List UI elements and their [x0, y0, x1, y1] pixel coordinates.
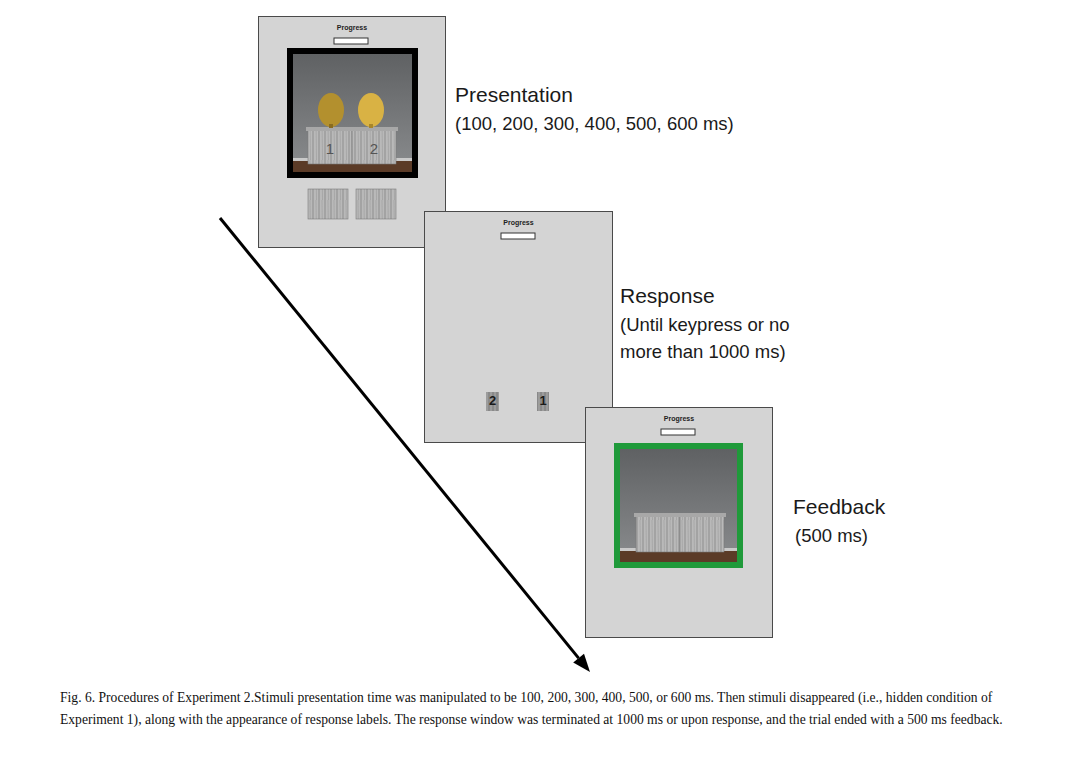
box-number: 1 [326, 140, 334, 157]
stage-duration: (100, 200, 300, 400, 500, 600 ms) [455, 113, 734, 135]
stage-name: Presentation [455, 83, 573, 107]
figure-caption: Fig. 6. Procedures of Experiment 2.Stimu… [60, 687, 1056, 731]
stage-name: Response [620, 284, 715, 308]
response-label: 2 [489, 393, 496, 408]
progress-label: Progress [259, 24, 445, 31]
response-label: 1 [539, 393, 546, 408]
stage-duration: (Until keypress or no more than 1000 ms) [620, 311, 812, 365]
arrow-head [573, 654, 590, 672]
stage-duration: (500 ms) [795, 525, 868, 547]
progress-label: Progress [586, 415, 772, 422]
screen-panel: Progress [258, 16, 446, 248]
screen-panel: Progress [585, 407, 773, 638]
box-number: 2 [370, 140, 378, 157]
stage-name: Feedback [793, 495, 885, 519]
progress-label: Progress [425, 219, 612, 226]
